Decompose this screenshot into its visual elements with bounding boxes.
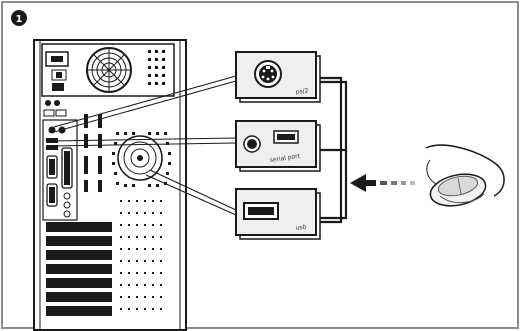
ps2-connector-panel: ps/2 <box>236 52 320 102</box>
ps2-connector-icon <box>255 61 281 87</box>
ps2-port <box>49 127 56 134</box>
svg-text:1: 1 <box>16 14 23 25</box>
expansion-slots <box>46 222 112 316</box>
psu-fan <box>87 48 131 92</box>
usb-connector-panel: usb <box>236 189 320 239</box>
power-supply <box>42 44 174 96</box>
serial-connector-panel: serial port <box>236 121 320 171</box>
usb-connector-icon <box>244 203 278 219</box>
step-badge: 1 <box>11 10 27 26</box>
pc-tower-rear-view <box>34 40 186 330</box>
io-panel <box>43 120 77 220</box>
